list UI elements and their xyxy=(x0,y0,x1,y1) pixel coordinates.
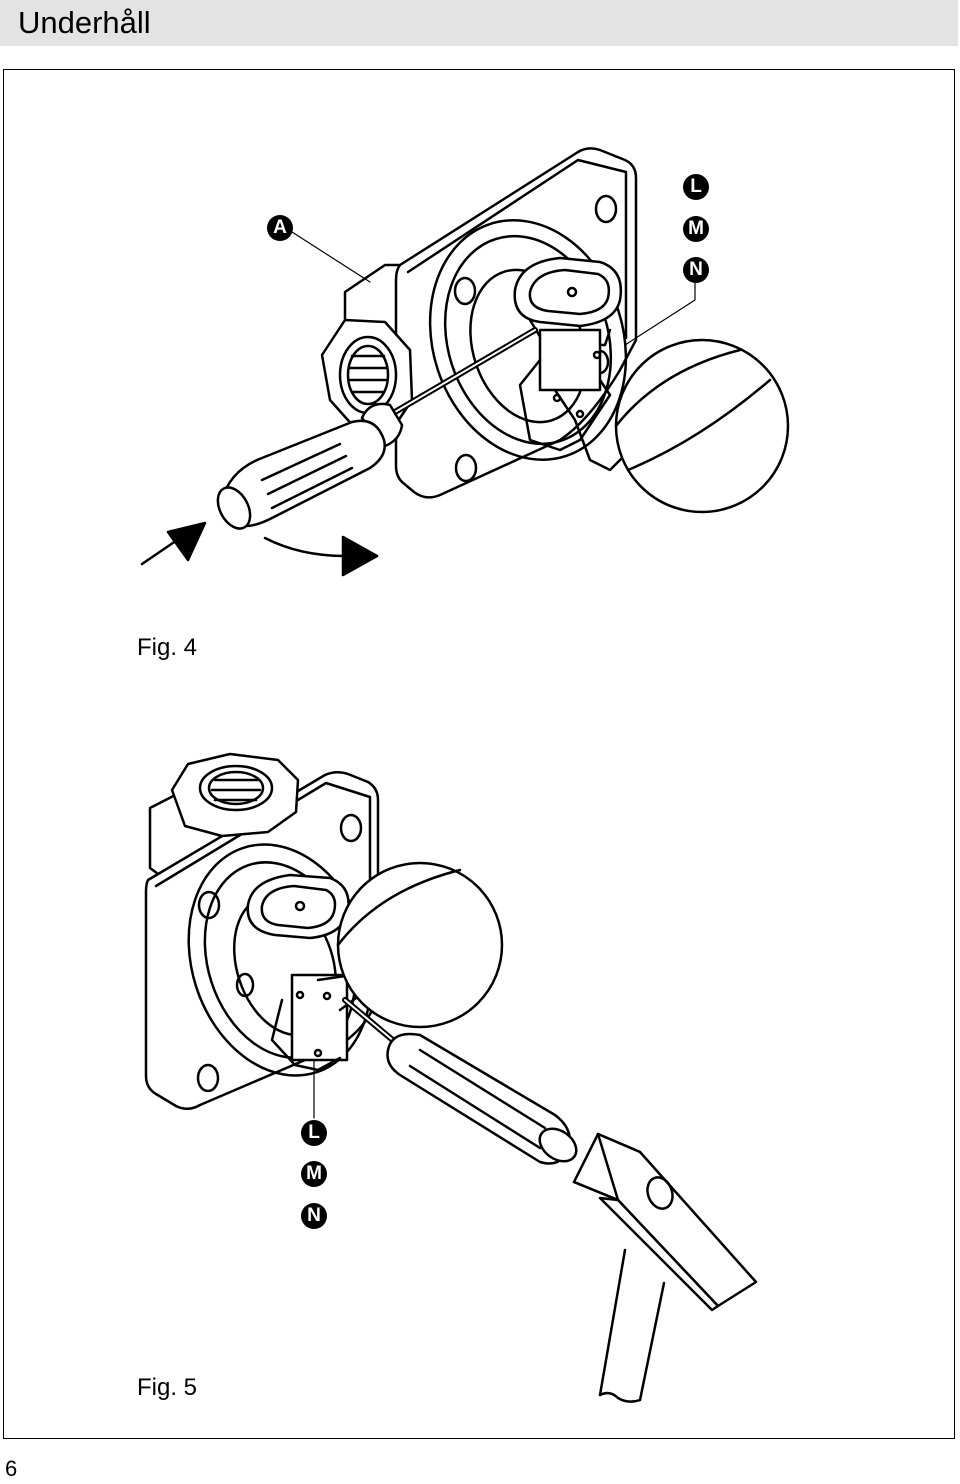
callout-m: M xyxy=(683,216,709,242)
page-number: 6 xyxy=(5,1456,18,1481)
fig5-caption: Fig. 5 xyxy=(137,1374,198,1401)
callout-n: N xyxy=(683,257,709,283)
fig4-valve-drawing xyxy=(140,147,790,577)
fig4-caption: Fig. 4 xyxy=(137,634,198,661)
callout-l: L xyxy=(683,174,709,200)
figure-frame xyxy=(3,69,955,1439)
callout-m-fig5: M xyxy=(301,1161,327,1187)
callout-a: A xyxy=(267,215,293,241)
fig5-valve-drawing xyxy=(144,752,758,1403)
page-title: Underhåll xyxy=(18,5,151,40)
callout-n-fig5: N xyxy=(301,1203,327,1229)
header-bar: Underhåll xyxy=(0,0,958,46)
callout-l-fig5: L xyxy=(301,1120,327,1146)
